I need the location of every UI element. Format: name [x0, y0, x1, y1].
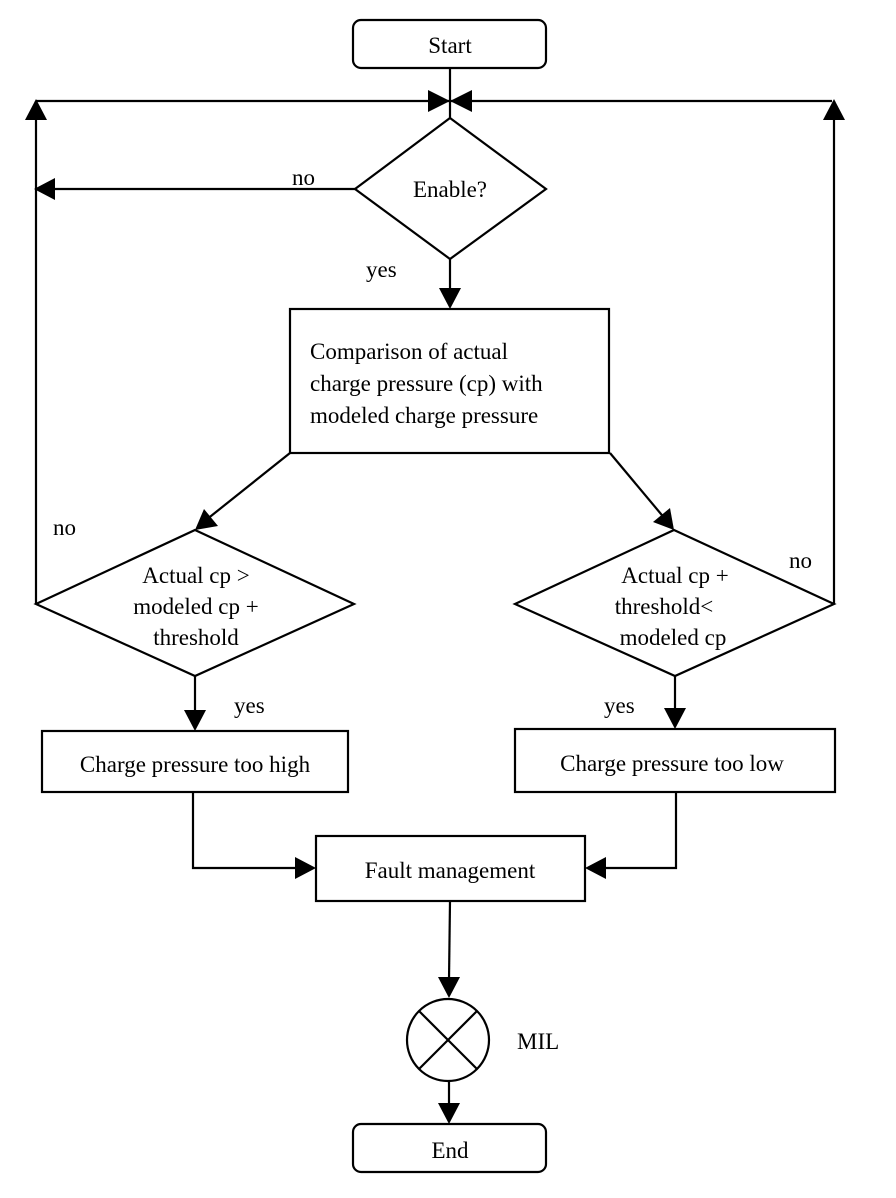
- arrowhead-right-loop-up: [823, 99, 845, 120]
- edge-comparison-to-high: [205, 452, 291, 521]
- low-label-line2: threshold<: [615, 594, 714, 619]
- arrowheads: [25, 90, 845, 1124]
- arrowhead-merge-from-left: [428, 90, 450, 112]
- enable-label: Enable?: [413, 177, 487, 202]
- high-label-line3: threshold: [153, 625, 239, 650]
- too-high-label: Charge pressure too high: [80, 752, 311, 777]
- start-node: Start: [351, 18, 548, 70]
- fault-management-process: Fault management: [314, 834, 587, 903]
- end-label: End: [431, 1138, 469, 1163]
- arrowhead-fault-to-mil: [438, 977, 460, 998]
- arrowhead-to-high: [195, 509, 218, 530]
- too-low-process: Charge pressure too low: [513, 727, 837, 794]
- edge-comparison-to-low: [609, 452, 667, 521]
- arrowhead-merge-from-right: [450, 90, 472, 112]
- comparison-label-line3: modeled charge pressure: [310, 403, 538, 428]
- fault-label: Fault management: [365, 858, 536, 883]
- low-decision: Actual cp + threshold< modeled cp: [512, 528, 837, 678]
- arrowhead-high-yes: [184, 710, 206, 731]
- arrowhead-left-loop-up: [25, 99, 47, 120]
- high-decision: Actual cp > modeled cp + threshold: [33, 528, 357, 678]
- too-high-process: Charge pressure too high: [40, 729, 350, 794]
- arrowhead-enable-no: [34, 178, 55, 200]
- arrowhead-to-low: [653, 508, 674, 530]
- arrowhead-low-yes: [664, 708, 686, 729]
- comparison-process: Comparison of actual charge pressure (cp…: [288, 307, 611, 455]
- arrowhead-toohigh-to-fault: [295, 857, 316, 879]
- comparison-label-line1: Comparison of actual: [310, 339, 508, 364]
- low-label-line1: Actual cp +: [621, 563, 729, 588]
- edge-label-low-no: no: [789, 548, 812, 573]
- edge-label-high-no: no: [53, 515, 76, 540]
- edge-label-enable-no: no: [292, 165, 315, 190]
- mil-label: MIL: [517, 1029, 559, 1054]
- enable-decision: Enable?: [353, 116, 548, 261]
- edge-toohigh-to-fault: [191, 792, 298, 870]
- end-node: End: [351, 1122, 548, 1174]
- high-label-line1: Actual cp >: [142, 563, 250, 588]
- arrowhead-enable-yes: [439, 288, 461, 309]
- arrowhead-mil-to-end: [438, 1103, 460, 1124]
- start-label: Start: [428, 33, 472, 58]
- arrowhead-toolow-to-fault: [585, 857, 606, 879]
- low-label-line3: modeled cp: [620, 625, 727, 650]
- high-label-line2: modeled cp +: [133, 594, 258, 619]
- edge-toolow-to-fault: [602, 792, 678, 870]
- edge-label-high-yes: yes: [234, 693, 265, 718]
- edge-fault-to-mil: [447, 900, 452, 981]
- too-low-label: Charge pressure too low: [560, 751, 784, 776]
- edge-label-enable-yes: yes: [366, 257, 397, 282]
- comparison-label-line2: charge pressure (cp) with: [310, 371, 543, 396]
- edge-label-low-yes: yes: [604, 693, 635, 718]
- lamp-cross-icon: [405, 997, 491, 1083]
